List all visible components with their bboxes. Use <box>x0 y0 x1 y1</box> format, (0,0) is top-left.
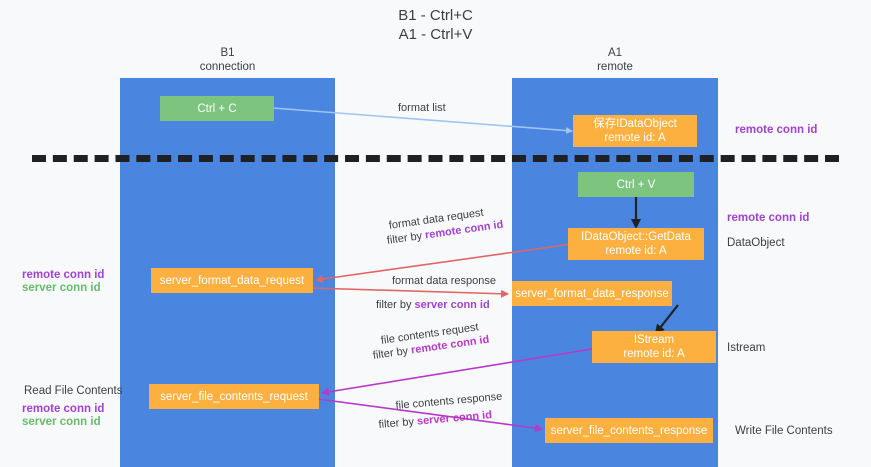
node-sfcreq-label: server_file_contents_request <box>160 390 308 403</box>
node-sfdreq-label: server_format_data_request <box>159 274 305 287</box>
node-sfdres-label: server_format_data_response <box>515 287 669 300</box>
diagram-title: B1 - Ctrl+C A1 - Ctrl+V <box>0 6 871 44</box>
lane-header-a1-line2: remote <box>597 61 633 73</box>
edge-label-format-list: format list <box>398 102 446 114</box>
annotation-right-remote-conn-id-mid: remote conn id <box>727 212 810 224</box>
node-save-idataobject-line1: 保存IDataObject <box>593 118 677 130</box>
lane-header-b1-line2: connection <box>199 61 256 73</box>
title-line-1: B1 - Ctrl+C <box>398 7 473 24</box>
node-ctrl-v-label: Ctrl + V <box>616 178 656 191</box>
edge-label-fcr-filter-prefix: filter by <box>372 344 412 362</box>
edge-format-data-response <box>311 287 509 298</box>
node-save-idataobject-line2: remote id: A <box>604 132 666 144</box>
annotation-right-remote-conn-id-top: remote conn id <box>735 124 818 136</box>
annotation-right-istream: Istream <box>727 342 766 354</box>
annotation-right-dataobject: DataObject <box>727 237 785 249</box>
lane-header-a1-line1: A1 <box>607 47 623 59</box>
annotation-left-read-file-contents: Read File Contents <box>24 385 123 397</box>
node-save-idataobject[interactable]: 保存IDataObject remote id: A <box>573 115 697 147</box>
annotation-left-server-conn-id: server conn id <box>22 282 101 294</box>
node-server-file-contents-response[interactable]: server_file_contents_response <box>545 418 713 443</box>
annotation-left-low-remote-conn-id: remote conn id <box>22 403 105 415</box>
annotation-left-remote-conn-id: remote conn id <box>22 269 105 281</box>
node-server-format-data-response[interactable]: server_format_data_response <box>512 281 672 306</box>
lane-header-b1-line1: B1 <box>220 47 235 59</box>
edge-label-fdres-filter-prefix: filter by <box>376 299 415 311</box>
annotation-right-write-file-contents: Write File Contents <box>735 425 833 437</box>
node-getdata-line2: remote id: A <box>605 245 667 257</box>
edge-label-fdr-filter-prefix: filter by <box>386 229 426 247</box>
edge-label-fcres-filter-key: server conn id <box>416 409 493 428</box>
node-server-format-data-request[interactable]: server_format_data_request <box>151 268 313 293</box>
node-getdata-line1: IDataObject::GetData <box>581 231 691 243</box>
edge-label-format-data-response: format data response <box>392 275 496 287</box>
annotation-left-low-server-conn-id: server conn id <box>22 416 101 428</box>
node-ctrl-v[interactable]: Ctrl + V <box>578 172 694 197</box>
edge-label-fdres-filter-key: server conn id <box>414 299 490 311</box>
node-istream-line2: remote id: A <box>623 348 685 360</box>
lane-header-b1: B1 connection <box>120 46 335 74</box>
node-sfcres-label: server_file_contents_response <box>550 424 708 437</box>
node-ctrl-c-label: Ctrl + C <box>197 102 237 115</box>
lane-header-a1: A1 remote <box>512 46 718 74</box>
edge-label-format-data-response-filter: filter by server conn id <box>376 298 490 312</box>
section-divider <box>32 155 839 162</box>
node-istream-line1: IStream <box>633 334 675 346</box>
node-ctrl-c[interactable]: Ctrl + C <box>160 96 274 121</box>
node-idataobject-getdata[interactable]: IDataObject::GetData remote id: A <box>568 228 704 260</box>
node-server-file-contents-request[interactable]: server_file_contents_request <box>149 384 319 409</box>
title-line-2: A1 - Ctrl+V <box>398 26 473 43</box>
edge-label-fcres-filter-prefix: filter by <box>378 415 418 431</box>
node-istream[interactable]: IStream remote id: A <box>592 331 716 363</box>
